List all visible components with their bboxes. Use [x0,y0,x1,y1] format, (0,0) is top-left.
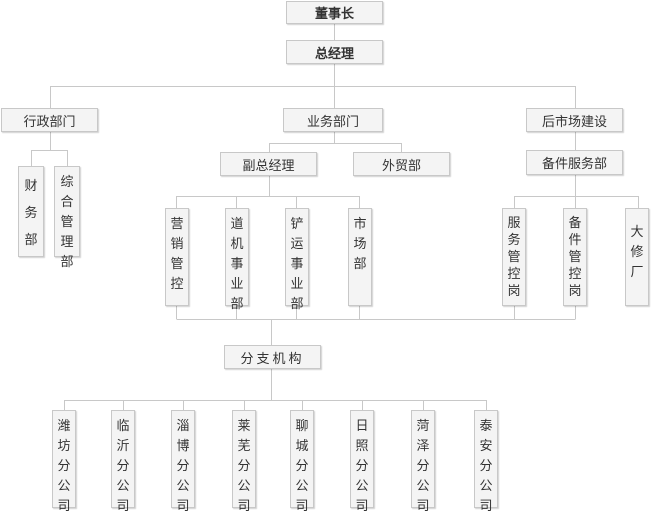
branch-heze-box: 菏泽分公司 [411,410,435,514]
branch-label: 莱芜分公司 [237,419,251,514]
branch-liaocheng-box: 聊城分公司 [290,410,314,514]
general-mgmt-label: 综合管理部 [60,175,74,270]
branch-label: 临沂分公司 [116,419,130,514]
branch-rizhao-box: 日照分公司 [350,410,374,514]
aftermarket-dept-box: 后市场建设 [526,108,623,132]
parts-service-box: 备件服务部 [526,150,623,175]
market-box: 市场部 [348,208,372,306]
market-label: 市场部 [353,217,367,272]
overhaul-box: 大修厂 [625,208,649,306]
branches-box: 分支机构 [224,345,321,369]
branch-linyi-box: 临沂分公司 [111,410,135,514]
loader-business-label: 铲运事业部 [290,217,304,312]
service-ctrl-label: 服务管控岗 [507,216,521,299]
service-ctrl-box: 服务管控岗 [502,208,526,306]
branch-laiwu-box: 莱芜分公司 [232,410,256,514]
branch-label: 日照分公司 [355,419,369,514]
branch-weifang-box: 潍坊分公司 [52,410,76,514]
branch-label: 潍坊分公司 [57,419,71,514]
general-manager-box: 总经理 [286,40,383,64]
branch-label: 聊城分公司 [295,419,309,514]
overhaul-label: 大修厂 [630,225,644,280]
marketing-ctrl-label: 营销管控 [170,217,184,292]
branch-label: 淄博分公司 [176,419,190,514]
parts-ctrl-label: 备件管控岗 [568,216,582,299]
business-dept-box: 业务部门 [283,108,383,132]
marketing-ctrl-box: 营销管控 [165,208,189,306]
general-mgmt-box: 综合管理部 [54,166,80,270]
parts-ctrl-box: 备件管控岗 [563,208,587,306]
chairman-box: 董事长 [286,1,383,24]
branch-zibo-box: 淄博分公司 [171,410,195,514]
finance-label: 财务部 [24,179,38,248]
road-machinery-label: 道机事业部 [230,217,244,312]
branch-label: 泰安分公司 [479,419,493,514]
branches-label: 分支机构 [240,351,305,367]
loader-business-box: 铲运事业部 [285,208,309,312]
road-machinery-box: 道机事业部 [225,208,249,312]
branch-taian-box: 泰安分公司 [474,410,498,514]
admin-dept-box: 行政部门 [1,108,98,132]
deputy-gm-box: 副总经理 [220,152,317,176]
finance-box: 财务部 [18,166,44,257]
foreign-trade-box: 外贸部 [353,152,450,176]
branch-label: 菏泽分公司 [416,419,430,514]
